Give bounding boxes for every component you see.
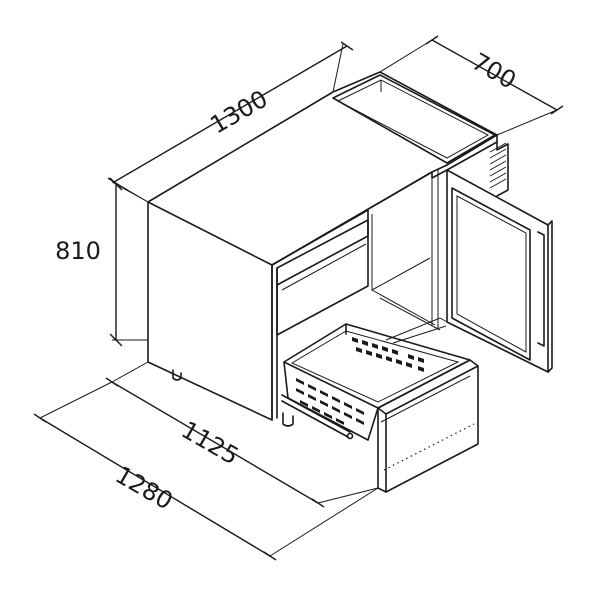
dim-label-1300: 1300: [206, 85, 273, 140]
basket-front-slots: [296, 378, 364, 425]
upper-drawer: [276, 219, 369, 336]
cabinet-feet: [172, 369, 294, 427]
compressor-vents: [489, 142, 507, 189]
drawer-front: [377, 359, 479, 493]
dim-label-1280: 1280: [111, 461, 178, 516]
dimension-width-top: 1300: [107, 41, 354, 203]
dimension-depth: 700: [379, 35, 564, 136]
drawer-basket: [283, 323, 471, 441]
dimension-overall-width: 1280: [33, 381, 379, 561]
dim-label-810: 810: [55, 237, 101, 265]
dim-label-700: 700: [467, 47, 521, 94]
basket-inner-slots: [352, 337, 424, 372]
top-well: [332, 74, 496, 164]
drawer-rails: [281, 394, 354, 440]
compartment-interior: [371, 214, 448, 344]
cabinet-body: [147, 71, 509, 421]
open-door: [446, 169, 553, 373]
dimension-height: 810: [55, 177, 149, 347]
dim-label-1125: 1125: [177, 416, 244, 471]
